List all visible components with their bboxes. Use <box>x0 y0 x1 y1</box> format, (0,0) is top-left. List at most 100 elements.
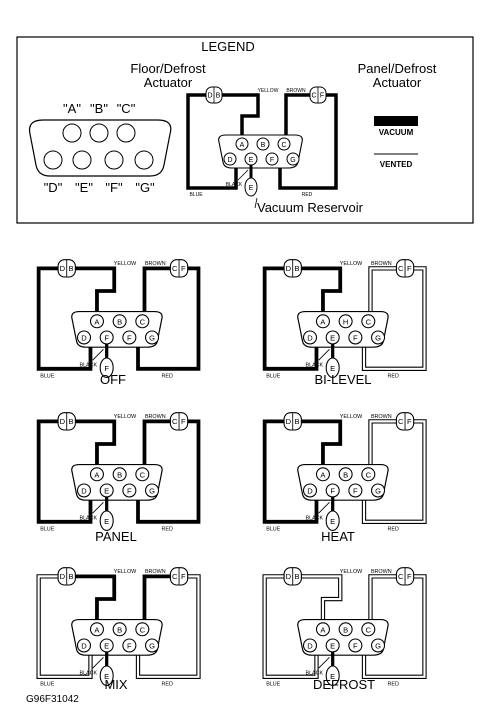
mode-label-defrost: DEFROST <box>313 677 375 692</box>
mode-heat-diagram-pin-bot-3 <box>371 483 386 498</box>
legend-diagram-panel-actuator-letter-2: F <box>320 93 324 100</box>
mode-bi-level-diagram-pin-bot-3 <box>371 330 386 345</box>
mode-defrost-diagram-red-hose-inner <box>362 575 426 678</box>
vented-label: VENTED <box>380 160 413 169</box>
mode-bi-level-diagram-blue-label: BLUE <box>266 373 280 379</box>
legend-diagram-pin-bot-3 <box>286 152 300 166</box>
mode-panel-diagram-pin-top-2 <box>135 467 150 482</box>
mode-mix-diagram-pin-top-1 <box>112 622 127 637</box>
mode-panel-diagram-panel-actuator-letter-1: C <box>172 417 178 426</box>
mode-off-diagram-red-hose-stroke <box>136 266 201 371</box>
mode-panel-diagram-black-label: BLACK <box>79 516 97 522</box>
mode-bi-level-diagram-pin-top-1 <box>338 314 353 329</box>
mode-mix-diagram-blue-hose <box>36 574 93 679</box>
mode-off-diagram-pin-bot-2 <box>122 330 137 345</box>
mode-defrost-diagram-pin-top-2 <box>361 622 376 637</box>
legend-diagram-red-label: RED <box>302 192 313 198</box>
mode-bi-level-diagram-blue-hose <box>262 266 319 371</box>
mode-mix-diagram-pin-top-label-1: B <box>117 626 122 635</box>
mode-panel-diagram-pin-bot-label-2: F <box>127 487 132 496</box>
mode-off-diagram-brown-hose-stroke <box>142 266 171 315</box>
mode-mix-diagram-brown-hose-stroke <box>142 574 171 623</box>
pin-label-f: "F" <box>105 180 123 195</box>
mode-panel-diagram-blue-hose <box>36 419 93 524</box>
mode-mix-diagram-floor-actuator-letter-2: B <box>69 572 74 581</box>
mode-off-diagram-pin-bot-label-0: D <box>81 334 87 343</box>
mode-bi-level-diagram-floor-actuator-letter-1: D <box>286 264 292 273</box>
mode-off-diagram-floor-actuator-letter-2: B <box>69 264 74 273</box>
legend-diagram-pin-bot-label-2: F <box>270 157 274 164</box>
legend-diagram-pin-top-label-1: B <box>261 142 266 149</box>
mode-heat-diagram-brown-hose-inner <box>369 420 397 468</box>
mode-bi-level-diagram-yellow-hose <box>301 266 343 315</box>
mode-mix-diagram-panel-actuator-letter-2: F <box>181 572 186 581</box>
mode-bi-level-diagram-pin-bot-label-3: G <box>375 334 381 343</box>
mode-heat-diagram-pin-top-label-0: A <box>320 471 326 480</box>
mode-mix-diagram-black-label: BLACK <box>79 671 97 677</box>
mode-mix-diagram-yellow-hose <box>75 574 117 623</box>
pin-label-e: "E" <box>75 180 93 195</box>
vacuum-reservoir-label: Vacuum Reservoir <box>257 200 364 215</box>
mode-panel-diagram-brown-label: BROWN <box>145 414 166 420</box>
legend-diagram-blue-label: BLUE <box>189 192 203 198</box>
mode-bi-level-diagram-pin-bot-0 <box>302 330 318 345</box>
mode-bi-level-diagram-pin-bot-label-1: E <box>330 334 335 343</box>
mode-defrost-diagram-brown-hose-outer <box>368 574 397 623</box>
mode-defrost-diagram-pin-bot-label-0: D <box>307 642 313 651</box>
mode-off-diagram-pin-top-2 <box>135 314 150 329</box>
mode-panel-diagram-pin-bot-label-3: G <box>149 487 155 496</box>
mode-bi-level-diagram-blue-hose-stroke <box>262 266 319 371</box>
mode-bi-level-diagram-pin-bot-label-2: F <box>353 334 358 343</box>
mode-mix-diagram-pin-bot-label-2: F <box>127 642 132 651</box>
mode-defrost-diagram-pin-bot-3 <box>371 638 386 653</box>
mode-heat-diagram-panel-actuator-letter-1: C <box>398 417 404 426</box>
pin-label-b: "B" <box>90 101 108 116</box>
mode-mix-diagram-red-hose-inner <box>136 575 200 678</box>
mode-panel-diagram-pin-bot-label-1: E <box>104 487 109 496</box>
legend-diagram-reservoir-letter: E <box>249 185 254 192</box>
mode-heat-diagram-pin-bot-label-0: D <box>307 487 313 496</box>
mode-defrost-diagram-pin-top-label-2: C <box>366 626 372 635</box>
mode-mix-diagram-reservoir-letter: E <box>104 672 109 681</box>
legend-diagram-yellow-hose <box>222 93 260 138</box>
mode-off-diagram-brown-hose <box>142 266 171 315</box>
legend-diagram-reservoir <box>244 177 258 197</box>
mode-bi-level-diagram-pin-top-label-1: H <box>343 318 348 327</box>
legend-diagram-brown-label: BROWN <box>286 88 306 94</box>
mode-bi-level-diagram-black-pointer <box>318 349 330 361</box>
mode-off-diagram-pin-top-label-1: B <box>117 318 122 327</box>
legend-diagram-yellow-label: YELLOW <box>258 88 279 94</box>
mode-panel-diagram-yellow-label: YELLOW <box>114 414 137 420</box>
mode-panel-diagram-red-hose-stroke <box>136 419 201 524</box>
legend-diagram-red-hose-stroke <box>278 93 338 190</box>
legend-diagram-pin-top-1 <box>256 137 270 151</box>
mode-off-diagram-blue-hose-stroke <box>36 266 93 371</box>
mode-off-diagram-red-hose <box>136 266 201 371</box>
mode-heat-diagram-black-label: BLACK <box>305 516 323 522</box>
mode-bi-level-diagram-pin-top-label-2: C <box>366 318 372 327</box>
mode-defrost-diagram-blue-hose <box>262 574 319 679</box>
legend-diagram-panel-actuator-letter-1: C <box>311 93 316 100</box>
mode-defrost-diagram-red-label: RED <box>387 681 398 687</box>
mode-label-off: OFF <box>100 372 126 387</box>
mode-defrost-diagram-black-label: BLACK <box>305 671 323 677</box>
mode-heat-diagram-pin-bot-label-3: G <box>375 487 381 496</box>
legend-diagram-pin-top-2 <box>277 137 291 151</box>
legend-diagram-floor-actuator-letter-1: D <box>207 93 212 100</box>
mode-panel-diagram-blue-label: BLUE <box>40 526 54 532</box>
mode-defrost-diagram-brown-label: BROWN <box>371 569 392 575</box>
mode-defrost-diagram-red-hose <box>361 574 427 679</box>
vacuum-swatch: VACUUM <box>374 116 418 137</box>
mode-defrost-diagram-pin-top-0 <box>315 622 330 637</box>
mode-mix-diagram-brown-label: BROWN <box>145 569 166 575</box>
mode-mix-diagram-pin-top-0 <box>89 622 104 637</box>
mode-off-diagram-pin-top-label-2: C <box>140 318 146 327</box>
mode-defrost-diagram-pin-bot-0 <box>302 638 318 653</box>
